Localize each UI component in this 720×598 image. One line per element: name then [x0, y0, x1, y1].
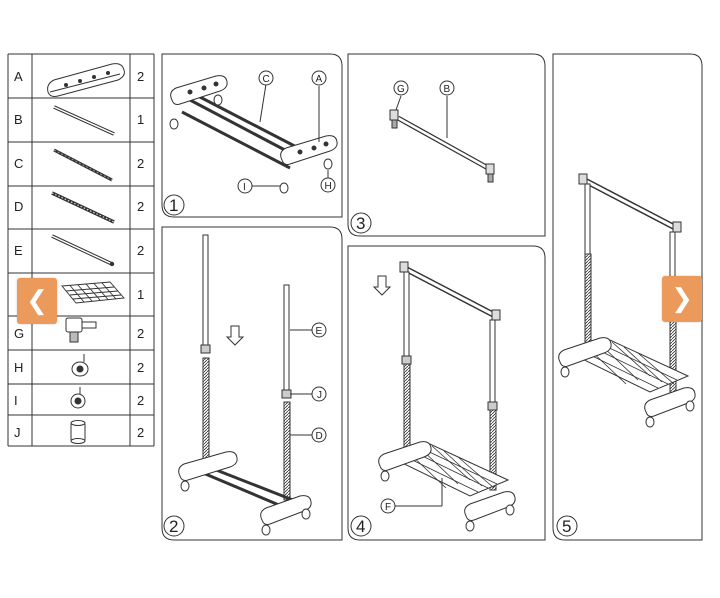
chevron-left-icon: ❮: [26, 286, 48, 316]
part-letter: G: [14, 326, 24, 341]
step-1-panel: [161, 53, 343, 218]
part-letter: E: [14, 243, 23, 258]
step-4-number: 4: [350, 515, 372, 537]
callout-a: A: [316, 74, 323, 85]
step-3-panel: [347, 53, 546, 237]
callout-f: F: [385, 502, 391, 513]
part-letter: H: [14, 360, 23, 375]
part-qty: 2: [137, 199, 144, 214]
callout-c: C: [263, 74, 270, 85]
part-qty: 2: [137, 326, 144, 341]
down-arrow-icon: [225, 325, 245, 346]
callout-i: I: [243, 182, 246, 193]
svg-text:4: 4: [356, 517, 365, 536]
callout-g: G: [397, 84, 405, 95]
step-3-callouts: G B: [393, 80, 455, 138]
step-2-panel: [161, 226, 343, 541]
part-letter: J: [14, 425, 21, 440]
locking-wheel-icon: [71, 354, 89, 377]
step-1-number: 1: [163, 194, 185, 216]
part-qty: 2: [137, 393, 144, 408]
step-4-drawing: [378, 261, 516, 532]
callout-d: D: [316, 431, 323, 442]
end-base-icon: [47, 63, 125, 97]
part-qty: 2: [137, 156, 144, 171]
part-qty: 2: [137, 243, 144, 258]
svg-text:3: 3: [356, 214, 365, 233]
callout-e: E: [316, 326, 323, 337]
step-1-callouts: C A I H: [237, 70, 336, 194]
next-arrow-button[interactable]: ❯: [662, 276, 702, 322]
svg-text:1: 1: [169, 196, 178, 215]
callout-b: B: [444, 84, 451, 95]
tube-icon: [53, 105, 115, 136]
chevron-right-icon: ❯: [671, 284, 693, 314]
step-2-callouts: E J D: [290, 322, 327, 443]
part-letter: B: [14, 112, 23, 127]
part-letter: D: [14, 199, 23, 214]
elbow-connector-icon: [65, 317, 97, 343]
svg-text:5: 5: [562, 517, 571, 536]
parts-row-c: C 2: [14, 148, 144, 182]
parts-row-i: I 2: [14, 387, 144, 409]
part-qty: 2: [137, 69, 144, 84]
callout-h: H: [325, 181, 332, 192]
parts-row-h: H 2: [14, 354, 144, 377]
part-qty: 1: [137, 287, 144, 302]
parts-row-e: E 2: [14, 234, 144, 267]
part-qty: 2: [137, 425, 144, 440]
part-letter: C: [14, 156, 23, 171]
upper-pole-icon: [51, 234, 115, 267]
parts-row-d: D 2: [14, 191, 144, 224]
step-2-drawing: [178, 234, 312, 536]
parts-row-a: A 2: [14, 63, 144, 97]
step-1-drawing: [169, 75, 338, 194]
threaded-pole-icon: [51, 191, 115, 224]
step-3-drawing: [389, 109, 495, 183]
step-5-number: 5: [556, 515, 578, 537]
step-5-drawing: [558, 173, 696, 428]
part-letter: I: [14, 393, 18, 408]
step-2-number: 2: [163, 515, 185, 537]
wire-shelf-icon: [61, 281, 125, 304]
step-3-number: 3: [350, 212, 372, 234]
step-4-callouts: F: [380, 478, 443, 514]
part-letter: A: [14, 69, 23, 84]
step-5-panel: [552, 53, 703, 541]
part-qty: 2: [137, 360, 144, 375]
parts-row-b: B 1: [14, 105, 144, 136]
part-qty: 1: [137, 112, 144, 127]
step-4-panel: [347, 245, 546, 541]
wheel-icon: [70, 387, 86, 409]
callout-j: J: [317, 390, 322, 401]
rod-icon: [53, 148, 113, 182]
previous-arrow-button[interactable]: ❮: [17, 278, 57, 324]
parts-row-j: J 2: [14, 420, 144, 444]
svg-text:2: 2: [169, 517, 178, 536]
parts-row-g: G 2: [14, 317, 144, 343]
down-arrow-icon: [372, 275, 392, 296]
collar-icon: [70, 420, 86, 444]
